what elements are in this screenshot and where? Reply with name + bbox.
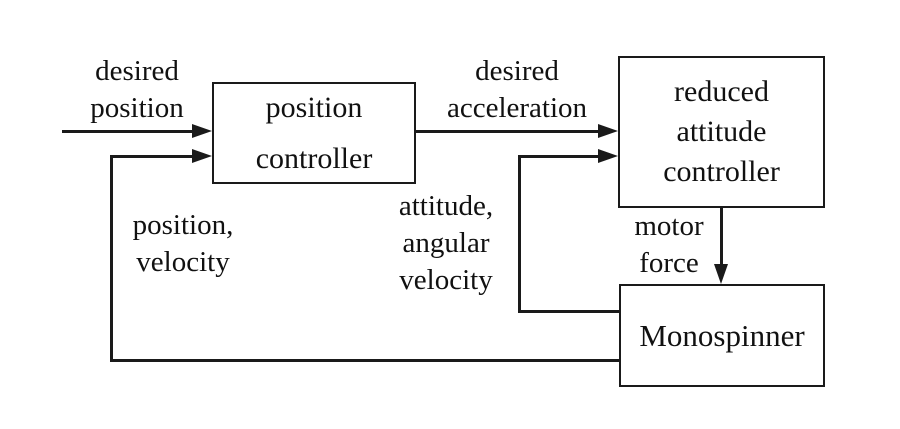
- motor-force-label: motor force: [634, 210, 704, 279]
- arrowhead-desired-position-icon: [192, 124, 212, 138]
- attitude-angular-velocity-label: attitude, angular velocity: [398, 190, 494, 296]
- desired-position-label: desired position: [90, 55, 184, 124]
- edge-attitude-into-controller-line: [519, 155, 598, 158]
- edge-desired-position-line: [62, 130, 193, 133]
- position-controller-box: position controller: [212, 82, 416, 184]
- arrowhead-attitude-feedback-icon: [598, 149, 618, 163]
- position-velocity-label: position, velocity: [132, 209, 234, 278]
- arrowhead-motor-force-icon: [714, 264, 728, 284]
- monospinner-label: Monospinner: [639, 317, 805, 353]
- desired-acceleration-label: desired acceleration: [446, 55, 588, 124]
- edge-attitude-from-monospinner-line: [518, 310, 619, 313]
- edge-position-velocity-bottom-line: [110, 359, 619, 362]
- edge-position-velocity-into-controller-line: [112, 155, 193, 158]
- position-controller-label: position controller: [255, 91, 373, 175]
- arrowhead-position-velocity-icon: [192, 149, 212, 163]
- monospinner-box: Monospinner: [619, 284, 825, 387]
- arrowhead-desired-acceleration-icon: [598, 124, 618, 138]
- edge-desired-acceleration-line: [416, 130, 598, 133]
- reduced-attitude-controller-label: reduced attitude controller: [663, 75, 780, 188]
- reduced-attitude-controller-box: reduced attitude controller: [618, 56, 825, 208]
- edge-position-velocity-vertical-line: [110, 155, 113, 362]
- edge-motor-force-line: [720, 208, 723, 266]
- edge-attitude-vertical-line: [518, 155, 521, 313]
